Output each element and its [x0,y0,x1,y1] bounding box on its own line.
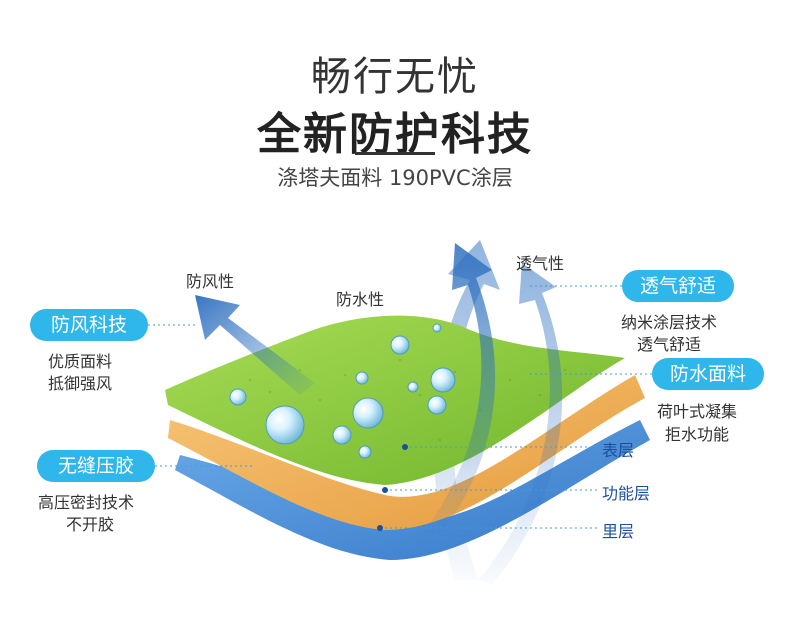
function-layer-label: 功能层 [602,484,651,503]
wind-tech-badge: 防风科技 [30,309,148,341]
breath-tech-badge: 透气舒适 [622,270,734,302]
leader-dots [377,444,408,531]
water-tech-badge: 防水面料 [652,358,764,390]
wind-arrow [195,295,315,395]
water-tech-line2: 拒水功能 [665,425,730,444]
header-title-line2: 全新防护科技 [257,109,533,160]
function-layer [168,375,645,530]
water-arrow-label: 防水性 [336,290,385,309]
breath-tech-line1: 纳米涂层技术 [621,313,718,332]
header-divider [355,152,435,155]
inner-layer [175,420,650,560]
surface-layer-label: 表层 [602,441,635,460]
header-subtitle: 涤塔夫面料 190PVC涂层 [277,166,513,190]
seam-tech-line2: 不开胶 [66,515,115,534]
wind-tech-line1: 优质面料 [48,352,113,371]
breath-arrow-label: 透气性 [516,254,565,273]
leader-lines [148,285,652,529]
seam-tech-badge: 无缝压胶 [37,450,155,482]
surface-texture [248,358,567,442]
breath-tech-line2: 透气舒适 [637,335,702,354]
wind-tech-line2: 抵御强风 [48,374,113,393]
inner-layer-label: 里层 [602,522,635,541]
wind-arrow-label: 防风性 [186,272,235,291]
breath-arrow-right [478,263,563,585]
seam-tech-line1: 高压密封技术 [38,493,135,512]
breath-arrow-left [425,243,496,535]
header-title-line1: 畅行无忧 [311,54,479,100]
water-droplets [229,323,456,459]
water-tech-line1: 荷叶式凝集 [657,402,738,421]
